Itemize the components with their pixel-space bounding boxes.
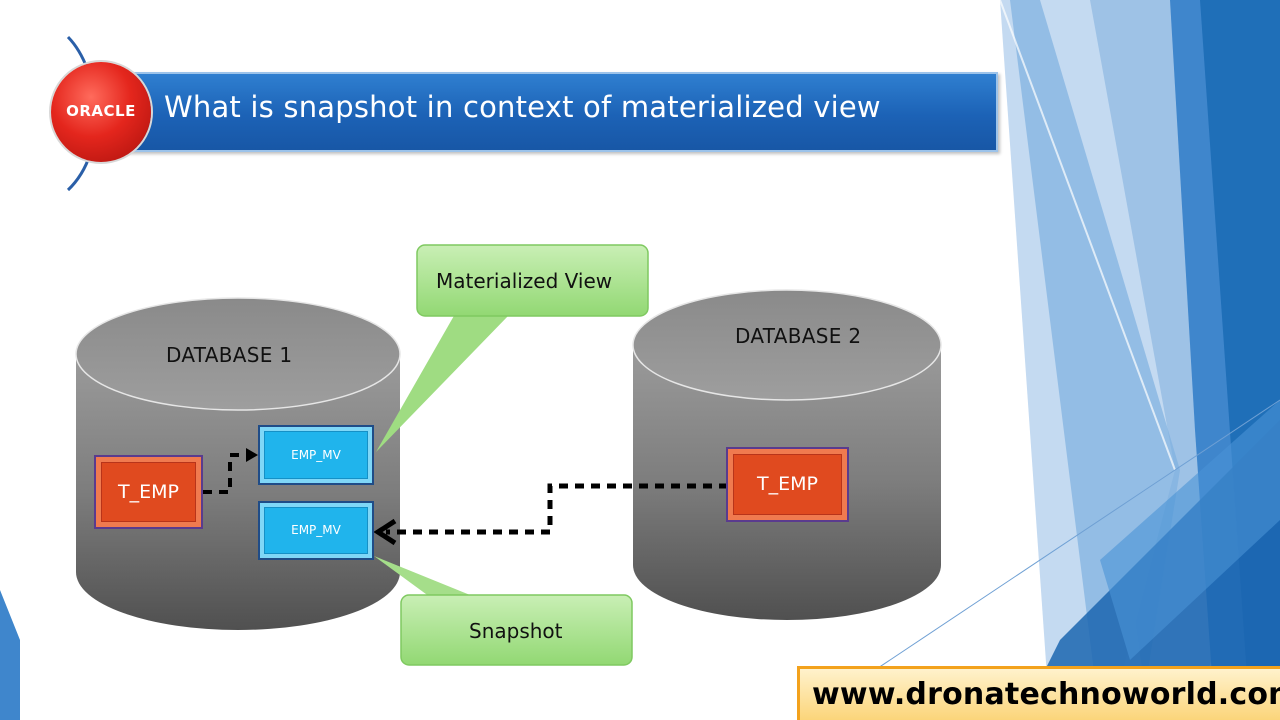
materialized-view-callout: [376, 244, 649, 452]
db1-emp-mv-table: EMP_MV: [258, 425, 374, 485]
arrow-head-mv: [246, 448, 258, 462]
database1-label: DATABASE 1: [166, 343, 293, 367]
arrows: [203, 453, 728, 535]
logo-text: ORACLE: [66, 102, 136, 120]
arrow-db2-to-snapshot: [386, 483, 728, 535]
database2-label: DATABASE 2: [735, 324, 862, 348]
slide-title: What is snapshot in context of materiali…: [164, 90, 881, 124]
db1-t-emp-table: T_EMP: [94, 455, 203, 529]
db2-t-emp-table: T_EMP: [726, 447, 849, 522]
website-url: www.dronatechnoworld.com: [812, 677, 1280, 712]
materialized-view-label: Materialized View: [436, 269, 613, 293]
oracle-logo: ORACLE: [51, 62, 151, 162]
snapshot-label: Snapshot: [469, 619, 563, 643]
arrow-head-snapshot: [373, 518, 397, 546]
title-bar: What is snapshot in context of materiali…: [110, 72, 998, 152]
database1-cylinder: [75, 297, 401, 630]
snapshot-callout: [374, 556, 633, 666]
website-banner: www.dronatechnoworld.com: [797, 666, 1280, 720]
db1-emp-mv-snapshot-table: EMP_MV: [258, 501, 374, 560]
